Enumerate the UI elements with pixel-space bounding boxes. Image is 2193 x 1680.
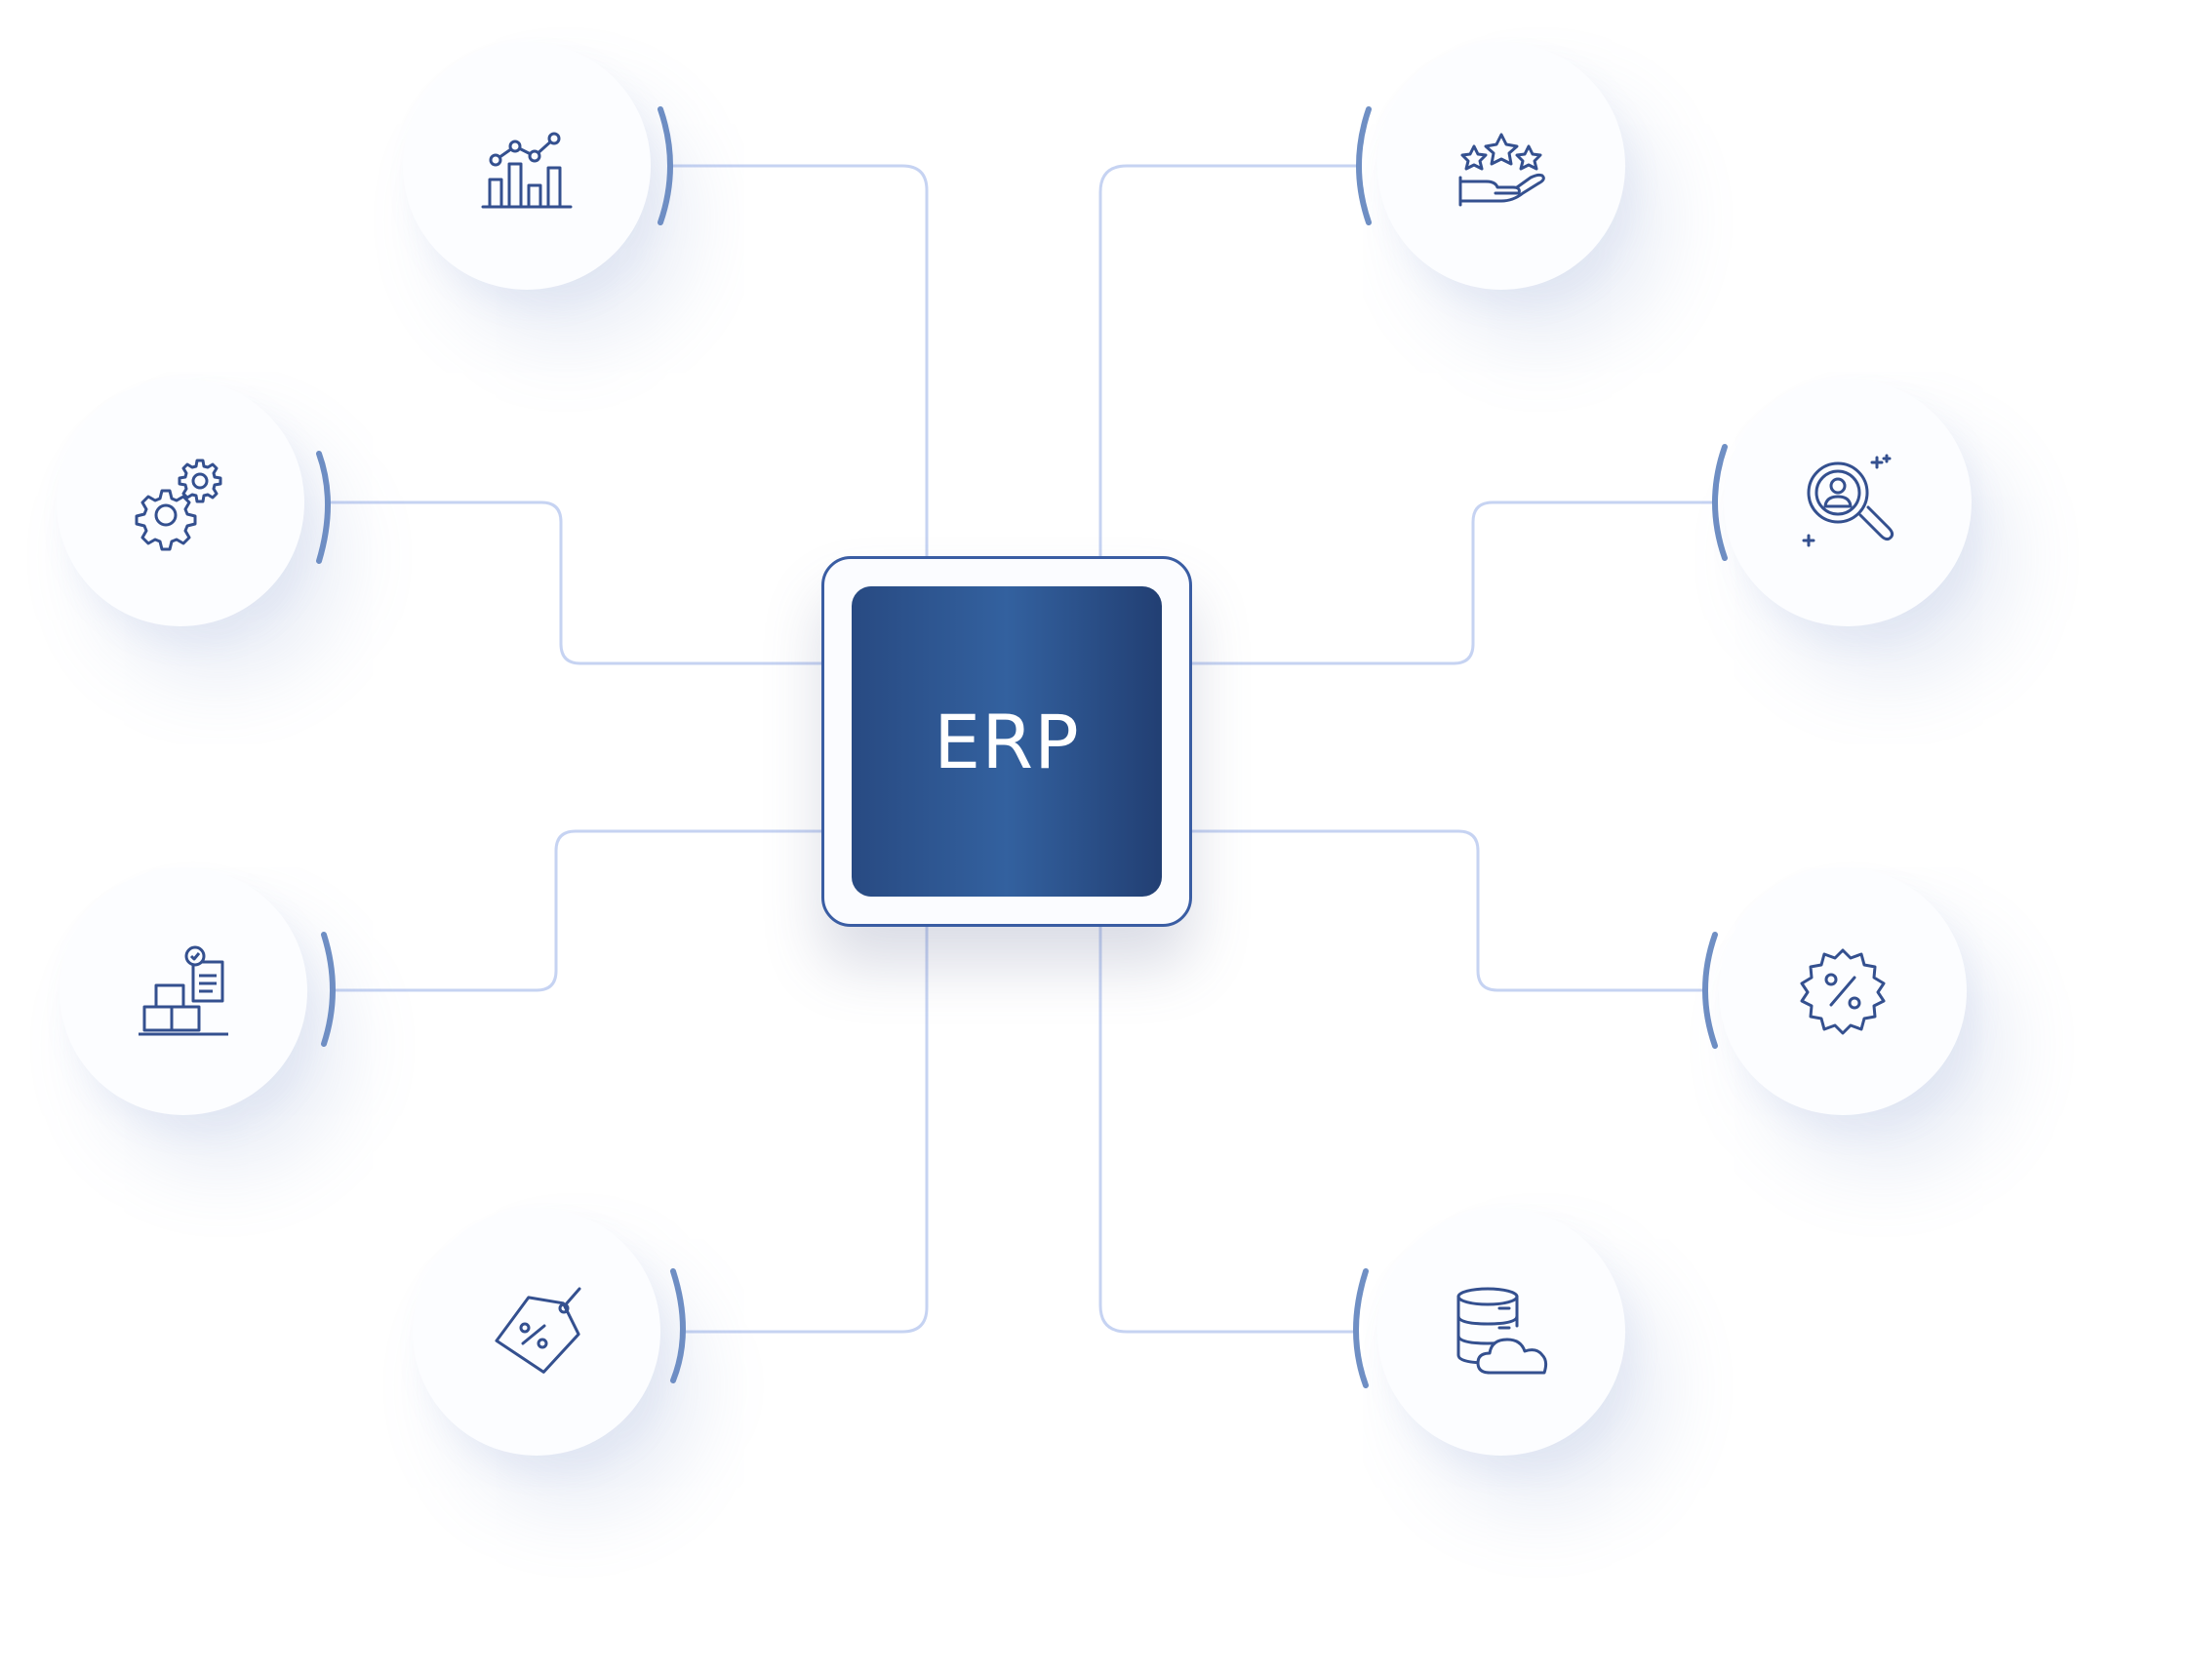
connector-pricing (681, 925, 929, 1334)
boxes-checklist-icon (139, 945, 228, 1036)
connector-inventory (335, 829, 823, 992)
node-settings (57, 379, 304, 626)
node-reviews (1377, 42, 1625, 290)
bracket-cloud-database (1353, 1268, 1369, 1388)
node-analytics (403, 42, 651, 290)
user-search-icon (1802, 454, 1894, 547)
connector-analytics (671, 164, 929, 558)
stars-hand-icon (1458, 133, 1545, 207)
connector-cloud-database (1098, 925, 1358, 1334)
discount-tag-icon (495, 1287, 581, 1374)
database-cloud-icon (1456, 1287, 1548, 1375)
bracket-settings (316, 451, 331, 564)
node-discounts (1719, 867, 1967, 1115)
connector-reviews (1098, 164, 1358, 558)
bracket-recruiting (1712, 444, 1728, 561)
bracket-discounts (1702, 932, 1718, 1049)
node-pricing (413, 1208, 660, 1456)
hub-label: ERP (934, 698, 1080, 785)
node-cloud-database (1377, 1208, 1625, 1456)
connector-recruiting (1190, 500, 1714, 665)
bar-chart-trend-icon (481, 132, 573, 209)
connector-settings (330, 500, 823, 665)
erp-hub: ERP (821, 556, 1192, 927)
node-recruiting (1724, 379, 1972, 626)
connector-discounts (1190, 829, 1704, 992)
bracket-pricing (670, 1268, 686, 1383)
node-inventory (60, 867, 307, 1115)
erp-hub-core: ERP (852, 586, 1162, 897)
bracket-analytics (658, 106, 673, 225)
bracket-reviews (1356, 106, 1372, 225)
percent-badge-icon (1800, 948, 1886, 1035)
bracket-inventory (321, 932, 336, 1047)
gears-icon (135, 459, 222, 551)
